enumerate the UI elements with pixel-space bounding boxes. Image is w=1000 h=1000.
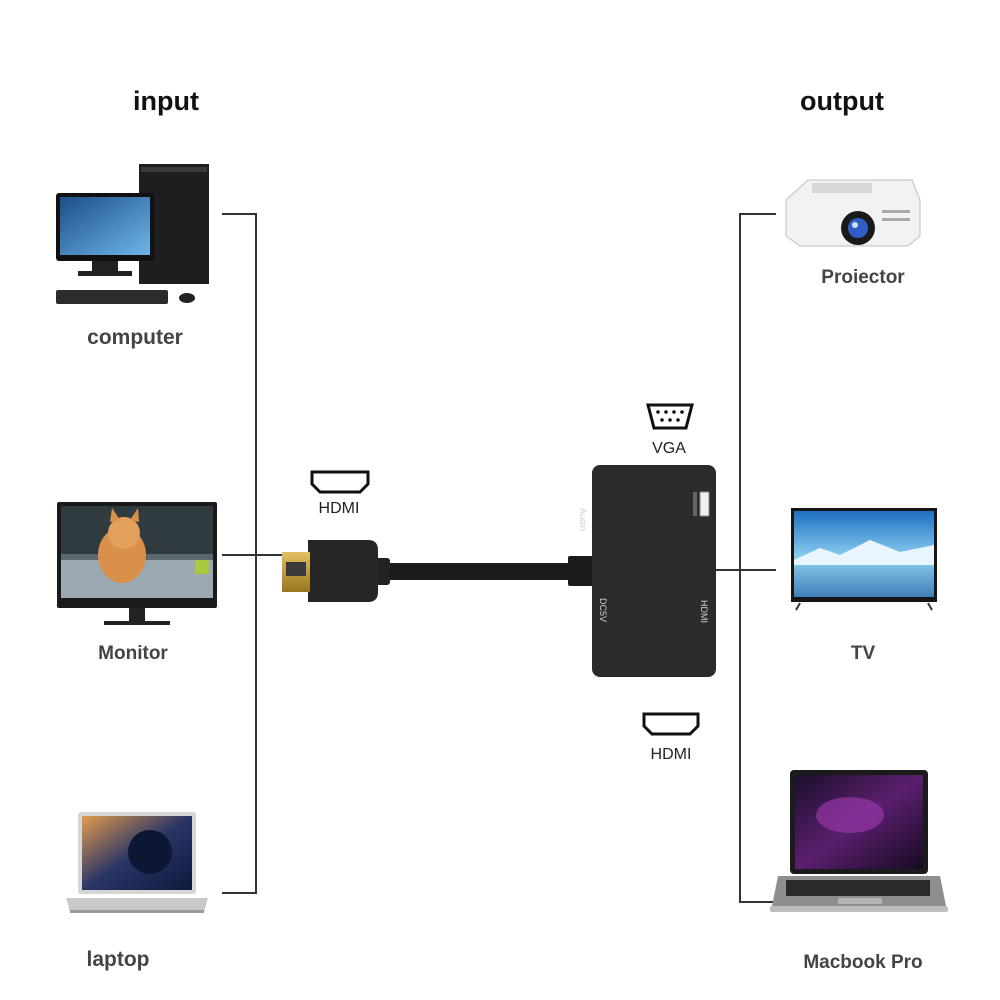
output-bracket	[716, 213, 776, 903]
projector-label: Proiector	[821, 267, 905, 288]
adapter-hdmi-marking: HDMI	[699, 600, 709, 623]
hdmi-port-icon-output	[642, 712, 700, 736]
vga-label: VGA	[652, 440, 686, 457]
adapter-box	[592, 465, 716, 677]
laptop-label: laptop	[86, 948, 150, 971]
desktop-computer-icon	[56, 164, 209, 304]
hdmi-port-icon	[310, 470, 370, 494]
laptop-icon	[66, 812, 208, 913]
adapter-dc-marking: DC5V	[598, 598, 608, 623]
input-heading: input	[133, 86, 199, 116]
input-bracket	[222, 213, 282, 894]
hdmi-cable	[282, 540, 594, 602]
output-hdmi-label: HDMI	[650, 746, 692, 763]
computer-label: computer	[87, 326, 183, 349]
macbook-label: Macbook Pro	[803, 952, 923, 973]
monitor-label: Monitor	[98, 643, 168, 664]
tv-label: TV	[850, 643, 876, 664]
output-heading: output	[800, 86, 884, 116]
tv-icon	[791, 508, 937, 611]
input-hdmi-label: HDMI	[318, 500, 360, 517]
macbook-icon	[770, 770, 948, 912]
vga-port-icon	[646, 403, 694, 430]
adapter-audio-marking: Audio	[578, 508, 588, 532]
projector-icon	[785, 179, 921, 247]
monitor-icon	[57, 502, 217, 625]
